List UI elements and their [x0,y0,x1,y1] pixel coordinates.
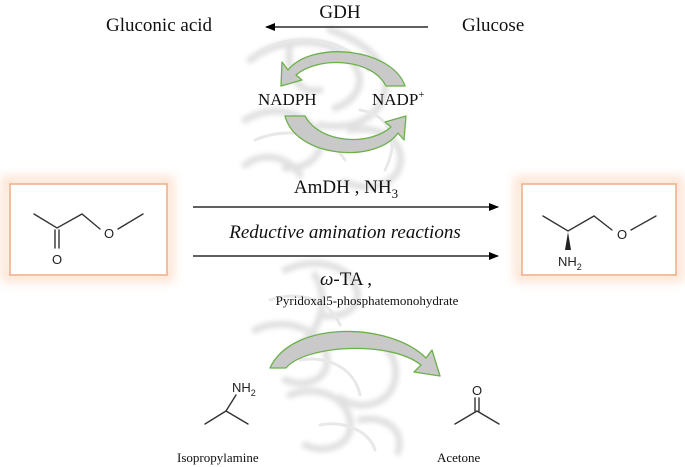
cofactor-cycle-arrows [280,51,407,154]
acetone-structure: O [454,383,500,425]
methoxypropylamine-structure: O NH2 [542,215,657,272]
omega-ta-label: ω-TA , [320,269,372,290]
cycle-arrow-lower [284,115,407,154]
substrate-ether-oxygen: O [104,226,114,241]
acetone-label: Acetone [437,450,481,465]
glucose-label: Glucose [462,15,524,36]
gdh-label: GDH [319,2,360,23]
product-amine-group: NH2 [558,254,582,272]
gluconic-acid-label: Gluconic acid [106,15,213,36]
acetone-oxygen: O [472,383,482,398]
transaminase-cycle-arrow [269,330,441,377]
methoxyacetone-structure: O O [33,213,144,267]
product-box [514,176,684,282]
cycle-arrow-upper [280,51,406,87]
substrate-box [1,176,174,282]
reaction-title: Reductive amination reactions [228,222,460,243]
isopropylamine-amine-group: NH2 [232,380,256,398]
isopropylamine-structure: NH2 [204,380,256,425]
product-ether-oxygen: O [617,227,627,242]
nadp-plus-label: NADP+ [372,89,425,109]
wedge-bond [565,232,571,250]
plp-label: Pyridoxal5-phosphatemonohydrate [276,293,459,308]
substrate-keto-oxygen: O [52,252,62,267]
isopropylamine-label: Isopropylamine [177,450,259,465]
nadph-label: NADPH [258,90,317,109]
amdh-label: AmDH , NH3 [294,177,398,201]
